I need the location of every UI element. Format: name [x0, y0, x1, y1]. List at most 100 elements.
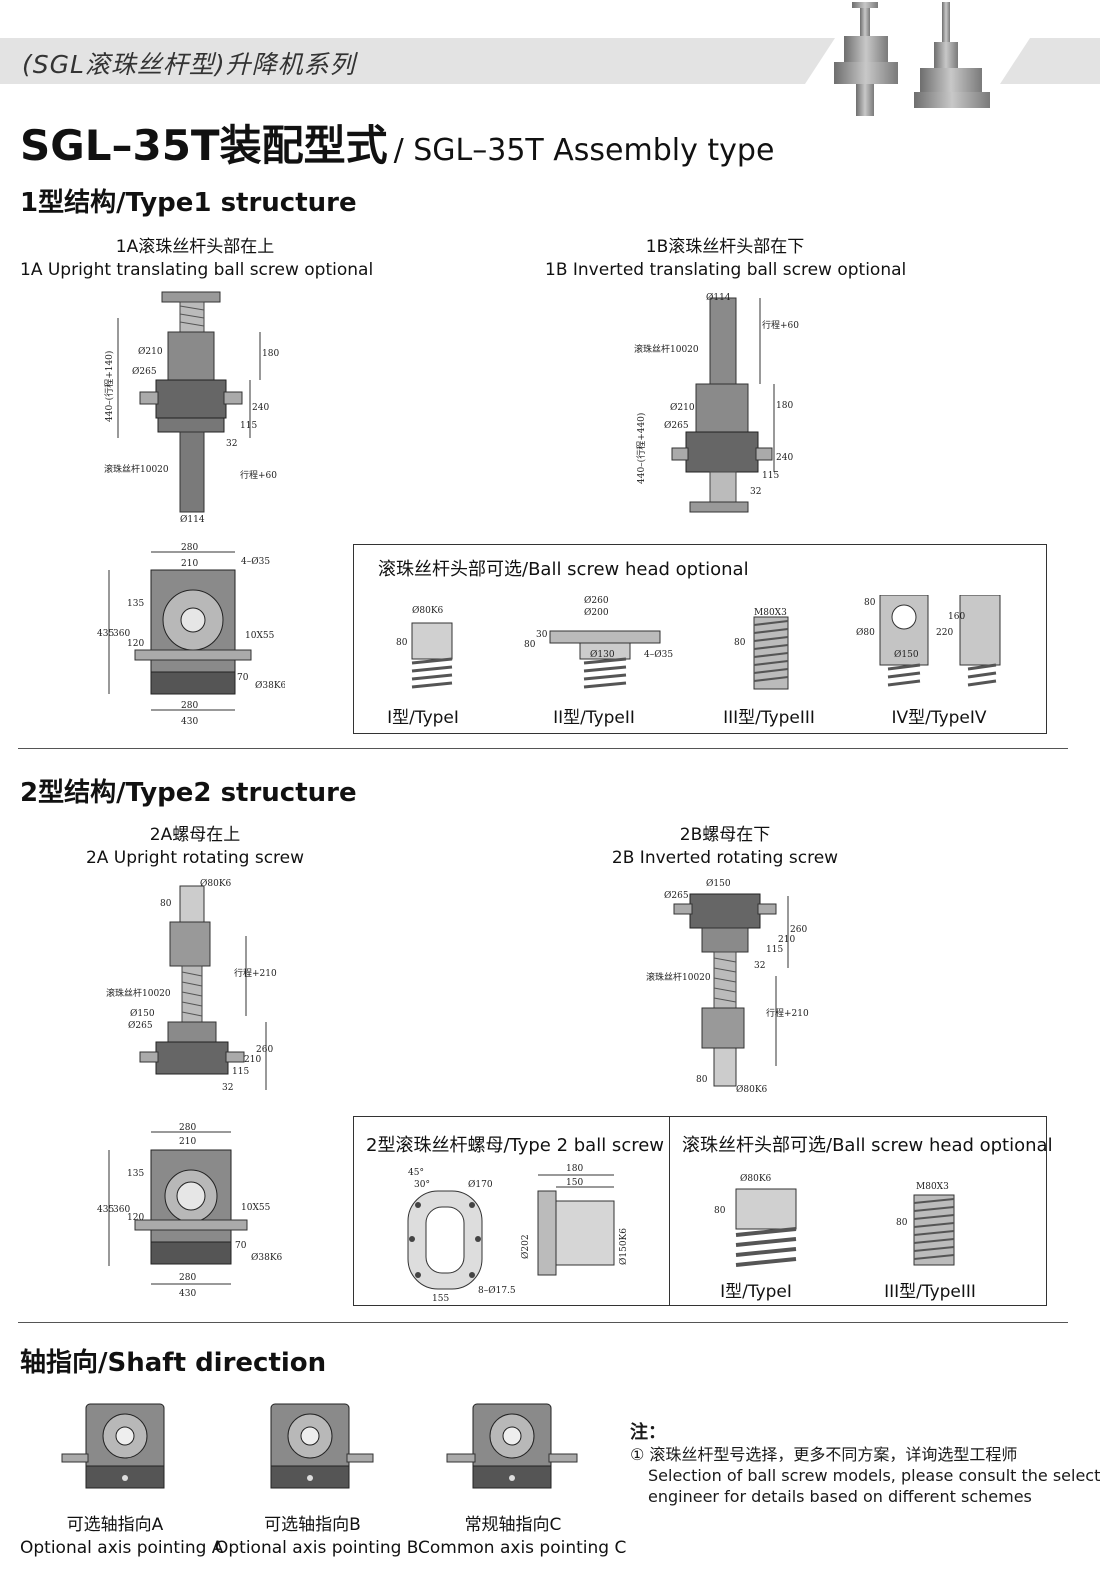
- svg-text:155: 155: [432, 1294, 449, 1301]
- svg-text:80: 80: [524, 640, 536, 650]
- svg-text:Ø150: Ø150: [706, 878, 731, 889]
- section3-heading: 轴指向/Shaft direction: [20, 1348, 327, 1378]
- note-block: 注： ① 滚珠丝杆型号选择，更多不同方案，详询选型工程师 Selection o…: [630, 1418, 1100, 1507]
- svg-text:8–Ø17.5: 8–Ø17.5: [478, 1285, 516, 1296]
- svg-text:180: 180: [776, 401, 793, 411]
- type1-head-label-1: I型/TypeI: [387, 708, 459, 728]
- series-title: (SGL滚珠丝杆型)升降机系列: [22, 50, 356, 79]
- svg-text:45°: 45°: [408, 1168, 424, 1178]
- svg-text:4–Ø35: 4–Ø35: [644, 649, 673, 660]
- svg-text:10X55: 10X55: [245, 631, 275, 641]
- svg-text:260: 260: [790, 925, 807, 935]
- header-banner: [0, 38, 1100, 84]
- note-line-2: Selection of ball screw models, please c…: [648, 1466, 1100, 1485]
- svg-text:280: 280: [181, 701, 198, 711]
- svg-text:Ø38K6: Ø38K6: [255, 680, 285, 691]
- section1-heading: 1型结构/Type1 structure: [20, 188, 357, 218]
- svg-text:160: 160: [948, 612, 965, 622]
- svg-text:Ø170: Ø170: [468, 1179, 493, 1190]
- svg-text:32: 32: [222, 1083, 233, 1093]
- fig1b-drawing: Ø114 滚珠丝杆10020 Ø210 Ø265 180 240 115 32 …: [634, 292, 799, 513]
- svg-text:Ø114: Ø114: [180, 514, 205, 525]
- svg-text:Ø265: Ø265: [664, 420, 689, 431]
- svg-text:115: 115: [766, 945, 783, 955]
- svg-text:260: 260: [256, 1045, 273, 1055]
- svg-text:80: 80: [696, 1075, 708, 1085]
- svg-text:80: 80: [864, 598, 876, 608]
- type2-plan-view: 280 210 435 360 135 120 10X55 70 Ø38K6 2…: [97, 1123, 283, 1299]
- svg-text:行程+60: 行程+60: [762, 319, 799, 331]
- svg-text:Ø150: Ø150: [894, 649, 919, 660]
- svg-text:115: 115: [762, 471, 779, 481]
- type1-head-drawings: Ø80K6 80 Ø260 Ø200 Ø130 4–Ø35 80 30 M80X…: [396, 595, 1001, 690]
- svg-text:行程+210: 行程+210: [234, 967, 277, 979]
- svg-text:Ø265: Ø265: [664, 890, 689, 901]
- svg-text:Ø150K6: Ø150K6: [618, 1228, 629, 1265]
- type2-head-label-2: III型/TypeIII: [884, 1282, 976, 1302]
- type2-head-drawings: Ø80K6 80 M80X3 80: [714, 1173, 955, 1267]
- type1-head-options-title: 滚珠丝杆头部可选/Ball screw head optional: [378, 559, 749, 580]
- section-divider-2: [18, 1322, 1068, 1323]
- page-title: SGL–35T装配型式/ SGL–35T Assembly type: [20, 121, 775, 170]
- svg-text:Ø200: Ø200: [584, 607, 609, 618]
- svg-text:135: 135: [127, 1169, 144, 1179]
- note-title: 注：: [630, 1422, 666, 1443]
- svg-text:32: 32: [750, 487, 761, 497]
- svg-text:Ø130: Ø130: [590, 649, 615, 660]
- svg-text:210: 210: [244, 1055, 261, 1065]
- svg-text:Ø265: Ø265: [128, 1020, 153, 1031]
- svg-text:Ø80K6: Ø80K6: [740, 1173, 772, 1184]
- product-photo: [834, 2, 990, 116]
- section-divider-1: [18, 748, 1068, 749]
- svg-text:135: 135: [127, 599, 144, 609]
- svg-text:Ø38K6: Ø38K6: [251, 1252, 283, 1263]
- svg-text:360: 360: [113, 629, 130, 639]
- svg-text:210: 210: [778, 935, 795, 945]
- svg-text:Ø210: Ø210: [138, 346, 163, 357]
- svg-text:Ø80K6: Ø80K6: [412, 605, 444, 616]
- type1-head-label-2: II型/TypeII: [553, 708, 635, 728]
- svg-text:行程+210: 行程+210: [766, 1007, 809, 1019]
- svg-text:80: 80: [396, 638, 408, 648]
- svg-text:滚珠丝杆10020: 滚珠丝杆10020: [104, 463, 169, 475]
- svg-text:M80X3: M80X3: [754, 608, 787, 618]
- svg-text:Ø202: Ø202: [520, 1234, 531, 1259]
- svg-text:220: 220: [936, 628, 953, 638]
- fig2b-drawing: Ø150 Ø265 260 210 115 32 滚珠丝杆10020 行程+21…: [646, 878, 809, 1095]
- section2-heading: 2型结构/Type2 structure: [20, 778, 357, 808]
- svg-text:210: 210: [181, 559, 198, 569]
- svg-text:435: 435: [97, 629, 114, 639]
- type1-plan-view: 280 210 4–Ø35 435 360 135 120 10X55 70 Ø…: [97, 543, 285, 727]
- svg-text:80: 80: [160, 899, 172, 909]
- svg-text:180: 180: [262, 349, 279, 359]
- svg-text:70: 70: [235, 1241, 247, 1251]
- svg-text:32: 32: [226, 439, 237, 449]
- svg-text:Ø80: Ø80: [856, 627, 875, 638]
- svg-text:4–Ø35: 4–Ø35: [241, 556, 270, 567]
- type1-head-label-4: IV型/TypeIV: [891, 708, 987, 728]
- svg-text:120: 120: [127, 639, 144, 649]
- svg-text:Ø80K6: Ø80K6: [736, 1084, 768, 1095]
- type2-nut-box: 2型滚珠丝杆螺母/Type 2 ball screw nut 45° 30° Ø…: [353, 1116, 700, 1306]
- svg-text:70: 70: [237, 673, 249, 683]
- svg-text:32: 32: [754, 961, 765, 971]
- svg-text:Ø80K6: Ø80K6: [200, 878, 232, 889]
- svg-text:30: 30: [536, 630, 548, 640]
- type1-head-label-3: III型/TypeIII: [723, 708, 815, 728]
- svg-text:430: 430: [181, 717, 198, 727]
- svg-text:80: 80: [714, 1206, 726, 1216]
- type2-nut-title: 2型滚珠丝杆螺母/Type 2 ball screw nut: [366, 1135, 700, 1156]
- svg-text:240: 240: [776, 453, 793, 463]
- svg-text:360: 360: [113, 1205, 130, 1215]
- type2-head-options-box: 滚珠丝杆头部可选/Ball screw head optional Ø80K6 …: [669, 1116, 1053, 1306]
- svg-text:Ø265: Ø265: [132, 366, 157, 377]
- svg-text:Ø210: Ø210: [670, 402, 695, 413]
- svg-text:430: 430: [179, 1289, 196, 1299]
- svg-text:240: 240: [252, 403, 269, 413]
